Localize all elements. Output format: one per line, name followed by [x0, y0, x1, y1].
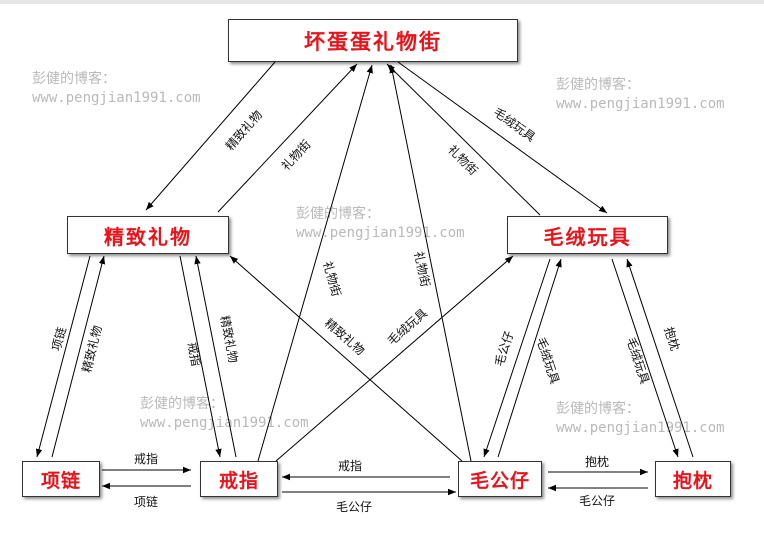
edge-label: 礼物街: [445, 142, 481, 178]
edge-baozhen-to-maoxian: [626, 258, 694, 458]
edge-xianglian-to-jingzhi: [51, 255, 106, 458]
edge-label: 精致礼物: [322, 315, 368, 358]
edge-label: 毛公仔: [336, 500, 372, 514]
watermark: 彭健的博客： www.pengjian1991.com: [32, 70, 201, 108]
edge-label: 戒指: [338, 458, 362, 473]
edge-label: 礼物街: [320, 259, 344, 298]
watermark-line1: 彭健的博客：: [140, 396, 224, 412]
edge-jingzhi-to-xianglian: [35, 255, 91, 458]
edge-jingzhi-to-jiezhi: [179, 255, 222, 458]
watermark-line1: 彭健的博客：: [556, 77, 640, 93]
watermark-line1: 彭健的博客：: [296, 206, 380, 222]
node-maogongzai: 毛公仔: [458, 461, 542, 497]
edge-label: 项链: [134, 494, 158, 509]
edge-jiezhi-to-jingzhi: [194, 255, 237, 458]
node-jiezhi: 戒指: [200, 461, 278, 497]
watermark-line1: 彭健的博客：: [32, 71, 116, 87]
watermark-line1: 彭健的博客：: [556, 401, 640, 417]
node-main-title: 坏蛋蛋礼物街: [228, 19, 518, 62]
watermark-line2: www.pengjian1991.com: [140, 415, 309, 431]
edge-label: 精致礼物: [217, 314, 241, 364]
edge-main-to-maoxian: [397, 61, 608, 214]
edge-maogongzai-to-maoxian: [497, 258, 562, 458]
edge-label: 项链: [48, 325, 69, 352]
edge-jingzhi-to-main: [217, 63, 358, 213]
edge-label: 毛公仔: [492, 329, 516, 368]
watermark-line2: www.pengjian1991.com: [32, 90, 201, 106]
edge-label: 毛绒玩具: [491, 105, 538, 145]
edge-maoxian-to-baozhen: [611, 258, 679, 458]
watermark: 彭健的博客： www.pengjian1991.com: [556, 76, 725, 114]
node-baozhen: 抱枕: [655, 461, 731, 497]
edge-label: 精致礼物: [79, 324, 105, 374]
edge-maogongzai-to-jingzhi: [229, 255, 463, 462]
edge-label: 抱枕: [661, 325, 683, 352]
node-xianglian: 项链: [22, 461, 100, 497]
watermark: 彭健的博客： www.pengjian1991.com: [296, 205, 465, 243]
edge-label: 毛绒玩具: [534, 336, 562, 386]
edge-label: 戒指: [134, 451, 158, 466]
edge-jiezhi-to-main: [257, 64, 373, 462]
edge-maoxian-to-maogongzai: [483, 258, 551, 458]
watermark-line2: www.pengjian1991.com: [296, 225, 465, 241]
edge-label: 抱枕: [585, 454, 609, 469]
edge-label: 礼物街: [411, 250, 433, 288]
edge-label: 精致礼物: [222, 107, 265, 153]
node-jingzhi-liwu: 精致礼物: [67, 216, 229, 254]
edge-maogongzai-to-main: [389, 64, 472, 462]
watermark-line2: www.pengjian1991.com: [556, 96, 725, 112]
edge-label: 毛绒玩具: [624, 336, 652, 386]
edge-jiezhi-to-maoxian: [275, 255, 514, 462]
edge-label: 毛公仔: [579, 494, 615, 508]
edge-label: 毛绒玩具: [385, 306, 430, 348]
node-maoxian-wanju: 毛绒玩具: [507, 216, 668, 254]
edge-label: 戒指: [185, 341, 204, 367]
watermark: 彭健的博客： www.pengjian1991.com: [140, 395, 309, 433]
top-border: [0, 0, 764, 4]
edge-maoxian-to-main: [386, 63, 541, 216]
edge-main-to-jingzhi: [145, 61, 276, 211]
